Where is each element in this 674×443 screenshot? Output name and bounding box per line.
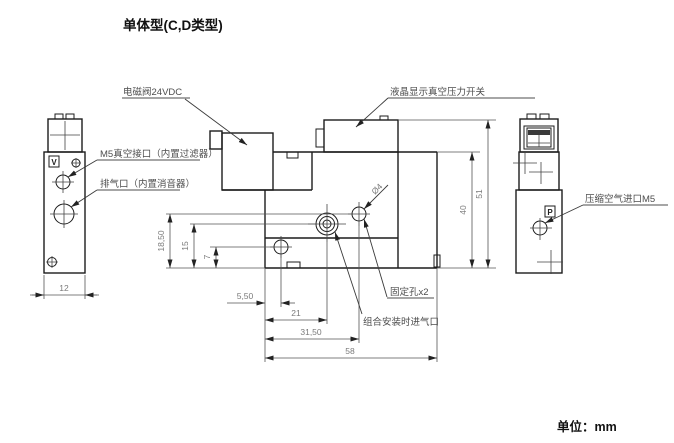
lcd-bezel	[523, 125, 555, 150]
callout-air-inlet: 压缩空气进口M5	[585, 193, 655, 205]
callout-exhaust-port: 排气口（内置消音器）	[100, 178, 195, 190]
callout-vacuum-port: M5真空接口（内置过滤器）	[100, 148, 218, 160]
solenoid-connector-tab	[209, 130, 223, 150]
callout-hole-diameter: Ø4	[369, 181, 384, 196]
dim-text-15: 15	[180, 241, 190, 251]
leader-solenoid	[184, 98, 248, 146]
pressure-switch-block	[323, 119, 399, 153]
left-view-crosshairs	[46, 121, 81, 268]
front-view-crosshairs	[270, 202, 370, 258]
dim-text-12: 12	[59, 283, 69, 293]
dim-text-21: 21	[291, 308, 301, 318]
side-slot	[433, 254, 441, 268]
dim-text-40: 40	[458, 205, 468, 215]
leader-vacuum-port	[67, 159, 98, 178]
leader-pressure-switch	[355, 97, 389, 128]
extension-lines	[30, 119, 496, 362]
left-view-body	[43, 151, 86, 274]
dim-text-58: 58	[345, 346, 355, 356]
port-v-label: V	[51, 158, 57, 167]
callout-solenoid: 电磁阀24VDC	[123, 86, 182, 98]
lcd-dark-band	[528, 130, 550, 135]
right-view-top-tab	[526, 113, 537, 120]
dimension-system: 12 18,50 15 7 5,50 21 31,50 58 40 51	[30, 119, 496, 362]
callout-fixing-hole: 固定孔x2	[390, 286, 429, 298]
switch-top-tab	[379, 115, 389, 121]
right-view-crosshairs	[513, 152, 563, 274]
main-body-outline	[222, 151, 438, 269]
leader-exhaust-port	[70, 189, 98, 208]
front-view	[209, 115, 441, 269]
port-p-label: P	[547, 208, 553, 217]
leader-fixing-hole	[363, 218, 388, 298]
right-view-top-tab	[539, 113, 550, 120]
dim-text-7: 7	[202, 254, 212, 259]
callout-pressure-switch: 液晶显示真空压力开关	[390, 86, 486, 98]
left-view-top-tab	[54, 113, 64, 120]
lcd-segments	[528, 135, 550, 147]
callouts: 电磁阀24VDC 液晶显示真空压力开关 M5真空接口（内置过滤器） 排气口（内置…	[67, 86, 668, 328]
dim-text-31-50: 31,50	[300, 327, 322, 337]
leader-combined-inlet	[334, 231, 363, 315]
label-underlines	[97, 97, 668, 299]
page-title: 单体型(C,D类型)	[123, 17, 223, 33]
bottom-tab	[286, 261, 301, 269]
port-v-box	[48, 155, 60, 168]
right-view-body	[515, 189, 563, 274]
switch-connector-tab	[315, 128, 325, 148]
left-side-view: V	[43, 113, 86, 274]
port-p-box	[544, 205, 556, 218]
solenoid-valve-block	[221, 132, 274, 191]
dim-text-5-50: 5,50	[237, 291, 254, 301]
leader-air-inlet	[544, 204, 584, 224]
leader-hole-diameter	[363, 184, 389, 210]
dim-text-51: 51	[474, 189, 484, 199]
left-view-top-tab	[65, 113, 75, 120]
body-notch	[286, 151, 299, 159]
callout-combined-inlet: 组合安装时进气口	[363, 316, 439, 328]
right-side-view: P	[513, 113, 563, 274]
dim-text-18-50: 18,50	[156, 230, 166, 252]
unit-note: 单位：mm	[557, 419, 617, 434]
